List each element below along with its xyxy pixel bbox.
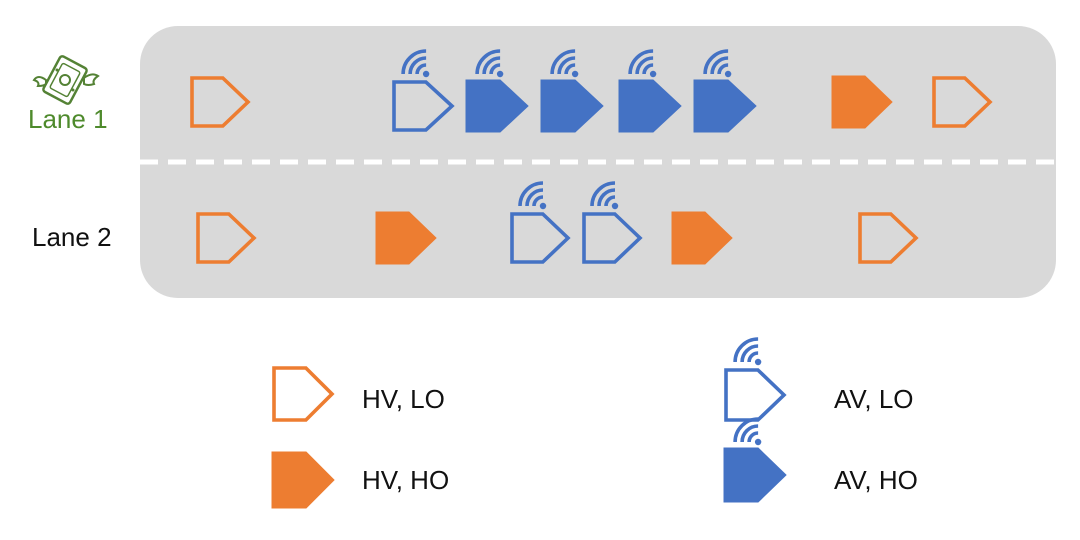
vehicle-hv-lo (272, 366, 335, 422)
legend-icons (271, 337, 787, 509)
wifi-signal-icon (518, 181, 547, 210)
legend-label-hv-ho: HV, HO (362, 465, 450, 495)
lane-2-vehicles (196, 181, 919, 265)
legend-label-av-lo: AV, LO (834, 384, 914, 414)
wifi-signal-icon (590, 181, 619, 210)
vehicle-av-ho (618, 49, 682, 133)
money-with-wings-icon (32, 55, 100, 105)
vehicle-hv-lo (196, 212, 257, 264)
vehicle-av-lo (510, 181, 571, 264)
vehicle-hv-ho (375, 211, 437, 265)
legend-label-av-ho: AV, HO (834, 465, 918, 495)
vehicle-av-lo (582, 181, 643, 264)
wifi-signal-icon (550, 49, 579, 78)
vehicle-av-ho (465, 49, 529, 133)
vehicle-av-ho (693, 49, 757, 133)
wifi-signal-icon (733, 417, 762, 446)
vehicle-av-lo (392, 49, 455, 132)
wifi-signal-icon (401, 49, 430, 78)
wifi-signal-icon (475, 49, 504, 78)
vehicle-hv-ho (671, 211, 733, 265)
vehicle-hv-ho (271, 451, 335, 509)
vehicle-hv-lo (932, 76, 993, 128)
lane-2-label: Lane 2 (32, 222, 112, 252)
lane-1-label: Lane 1 (28, 104, 108, 134)
legend-label-hv-lo: HV, LO (362, 384, 445, 414)
vehicle-av-lo (724, 337, 787, 422)
vehicle-hv-lo (190, 76, 251, 128)
wifi-signal-icon (628, 49, 657, 78)
lane-1-vehicles (190, 49, 993, 133)
vehicle-av-ho (540, 49, 604, 133)
vehicle-hv-ho (831, 75, 893, 129)
vehicle-av-ho (723, 417, 787, 503)
wifi-signal-icon (703, 49, 732, 78)
vehicle-hv-lo (858, 212, 919, 264)
wifi-signal-icon (733, 337, 762, 366)
